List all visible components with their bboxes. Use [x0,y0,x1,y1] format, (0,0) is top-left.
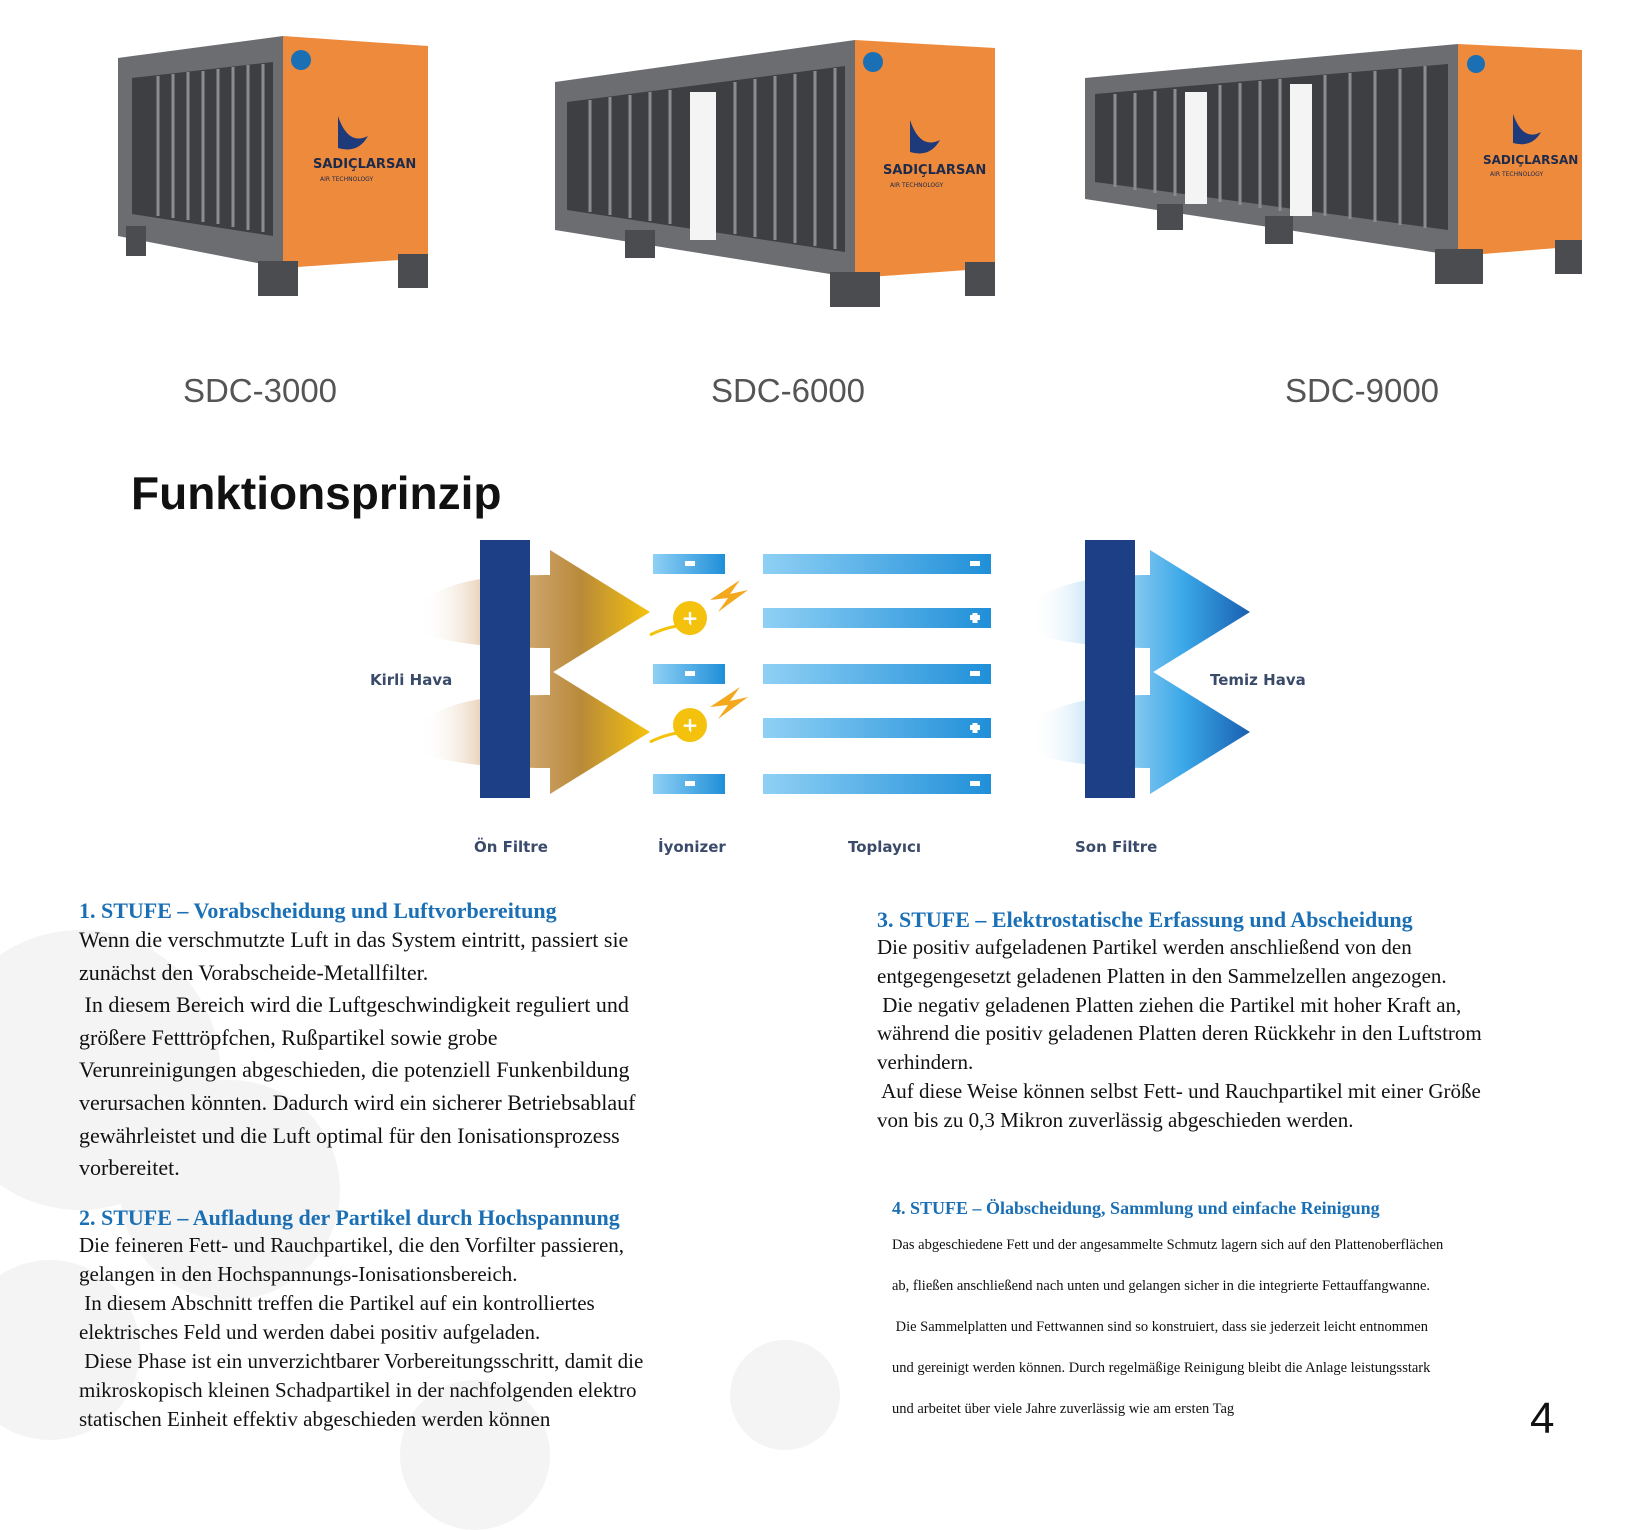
label-pre-filter: Ön Filtre [474,838,548,856]
stage-4-text: Das abgeschiedene Fett und der angesamme… [892,1237,1444,1417]
stage-3: 3. STUFE – Elektrostatische Erfassung un… [877,907,1577,1135]
svg-text:AIR TECHNOLOGY: AIR TECHNOLOGY [1490,171,1544,178]
product-image-sdc-3000: SADIÇLARSAN AIR TECHNOLOGY [118,36,438,306]
label-clean-air: Temiz Hava [1210,671,1306,689]
dirty-air-arrow-bottom [420,670,650,794]
stage-4: 4. STUFE – Ölabscheidung, Sammlung und e… [892,1198,1582,1430]
stage-3-title: 3. STUFE – Elektrostatische Erfassung un… [877,907,1413,932]
stage-2-title: 2. STUFE – Aufladung der Partikel durch … [79,1205,620,1230]
background-circle [0,1260,140,1440]
label-final-filter: Son Filtre [1075,838,1158,856]
function-diagram-graphic: + + [420,540,1250,798]
stage-2-text: Die feineren Fett- und Rauchpartikel, di… [79,1233,644,1431]
label-ionizer: İyonizer [658,838,726,856]
stage-1-title: 1. STUFE – Vorabscheidung und Luftvorber… [79,898,557,923]
svg-text:AIR TECHNOLOGY: AIR TECHNOLOGY [890,182,944,189]
svg-text:SADIÇLARSAN: SADIÇLARSAN [313,157,416,172]
section-title: Funktionsprinzip [131,467,502,519]
model-label-sdc-9000: SDC-9000 [1284,372,1440,409]
label-dirty-air: Kirli Hava [370,671,453,689]
product-image-sdc-6000: SADIÇLARSAN AIR TECHNOLOGY [555,40,1005,315]
pre-filter-panel [480,540,530,798]
clean-air-arrow-top [1030,550,1250,674]
label-collector: Toplayıcı [848,838,922,856]
stage-1-text: Wenn die verschmutzte Luft in das System… [79,927,636,1181]
stage-3-text: Die positiv aufgeladenen Partikel werden… [877,935,1482,1132]
svg-text:SADIÇLARSAN: SADIÇLARSAN [1483,153,1578,167]
collector-plates [763,554,991,794]
ionizer-plates [653,554,725,794]
model-label-sdc-6000: SDC-6000 [710,372,866,409]
background-circle [730,1340,840,1450]
stage-1: 1. STUFE – Vorabscheidung und Luftvorber… [79,898,759,1185]
svg-text:SADIÇLARSAN: SADIÇLARSAN [883,163,986,178]
ionizer-charge-icons: + + [649,580,748,744]
stage-4-title: 4. STUFE – Ölabscheidung, Sammlung und e… [892,1198,1380,1218]
stage-2: 2. STUFE – Aufladung der Partikel durch … [79,1205,759,1434]
page-number: 4 [1530,1394,1555,1443]
model-label-sdc-3000: SDC-3000 [182,372,338,409]
final-filter-panel [1085,540,1135,798]
product-image-sdc-9000: SADIÇLARSAN AIR TECHNOLOGY [1085,44,1590,294]
function-diagram: + + [360,540,1300,845]
background-circle [120,1080,340,1300]
dirty-air-arrow-top [420,550,650,674]
svg-text:AIR TECHNOLOGY: AIR TECHNOLOGY [320,176,374,183]
